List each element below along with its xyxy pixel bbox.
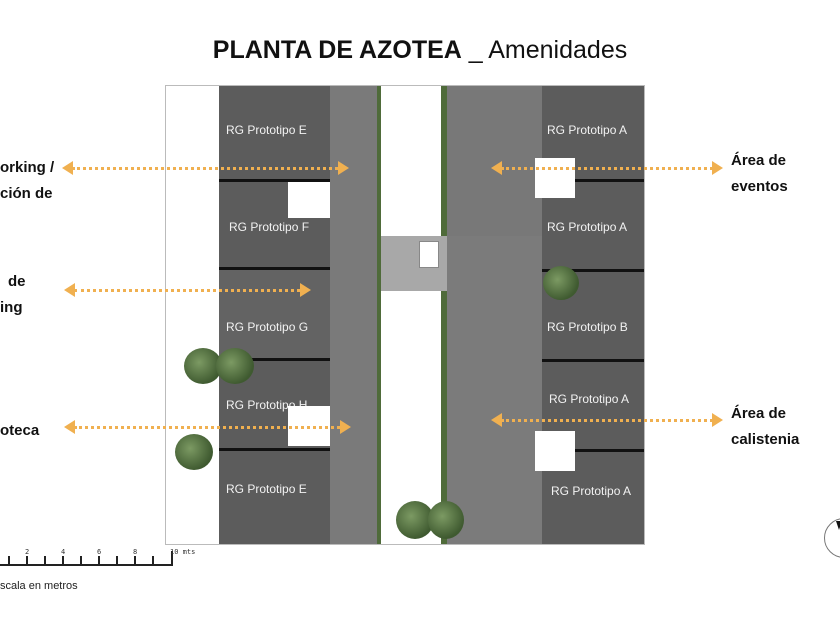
scale-tick (26, 556, 28, 565)
unit-divider (219, 179, 330, 182)
unit-label: RG Prototipo A (549, 392, 630, 406)
scale-tick (62, 556, 64, 565)
arrow-head-icon (712, 413, 723, 427)
unit-label: RG Prototipo E (226, 482, 307, 496)
tree-icon (175, 434, 213, 470)
arrow-head-icon (64, 420, 75, 434)
scale-tick (171, 551, 173, 565)
tree-icon (184, 348, 222, 384)
scale-tick (98, 556, 100, 565)
title-bold: PLANTA DE AZOTEA (212, 36, 462, 64)
unit-label: RG Prototipo A (551, 484, 632, 498)
patio (535, 431, 575, 471)
scale-tick (8, 556, 10, 565)
scale-label: 6 (97, 548, 102, 556)
unit-label: RG Prototipo A (547, 123, 628, 137)
tree-icon (216, 348, 254, 384)
unit-divider (574, 179, 644, 182)
arrow-training (74, 289, 300, 292)
unit-divider (542, 359, 644, 362)
unit-left-1: RG Prototipo E (219, 86, 330, 179)
scale-label: 10 mts (170, 548, 196, 556)
title-regular: _ Amenidades (461, 36, 628, 64)
tree-icon (428, 501, 464, 539)
north-arrow-icon (836, 521, 840, 530)
scale-tick (80, 556, 82, 565)
unit-label: RG Prototipo A (547, 220, 628, 234)
tree-icon (396, 501, 434, 539)
scale-label: 8 (133, 548, 138, 556)
unit-label: RG Prototipo E (226, 123, 307, 137)
scale-label: 4 (61, 548, 66, 556)
unit-divider (542, 269, 644, 272)
scale-caption: scala en metros (0, 580, 78, 592)
planter-right (441, 86, 447, 236)
arrow-head-icon (62, 161, 73, 175)
scale-tick (44, 556, 46, 565)
arrow-head-icon (712, 161, 723, 175)
central-void-top (381, 86, 441, 236)
unit-label: RG Prototipo B (547, 320, 628, 334)
unit-label: RG Prototipo G (226, 320, 309, 334)
arrow-ludoteca (74, 426, 340, 429)
unit-divider (219, 448, 330, 451)
patio (535, 158, 575, 198)
unit-left-5: RG Prototipo E (219, 451, 330, 544)
label-ludoteca: oteca (0, 422, 40, 439)
arrow-head-icon (491, 161, 502, 175)
planter-right-2 (441, 291, 447, 544)
unit-label: RG Prototipo H (226, 398, 308, 412)
page-title: PLANTA DE AZOTEA _ Amenidades (0, 36, 840, 65)
unit-left-3: RG Prototipo G (219, 270, 330, 358)
arrow-head-icon (340, 420, 351, 434)
label-coworking: orking /ción de (0, 159, 55, 202)
patio (288, 182, 330, 218)
planter-left (377, 86, 381, 544)
scale-tick (134, 556, 136, 565)
tree-icon (543, 266, 579, 300)
arrow-coworking (72, 167, 338, 170)
scale-tick (152, 556, 154, 565)
scale-tick (116, 556, 118, 565)
left-corridor (330, 86, 377, 544)
arrow-head-icon (64, 283, 75, 297)
scale-bar (0, 564, 173, 566)
unit-label: RG Prototipo F (229, 220, 310, 234)
scale-label: 2 (25, 548, 30, 556)
arrow-eventos (501, 167, 713, 170)
unit-divider (219, 358, 330, 361)
unit-divider (574, 449, 644, 452)
unit-divider (219, 267, 330, 270)
arrow-calistenia (501, 419, 713, 422)
arrow-head-icon (491, 413, 502, 427)
arrow-head-icon (338, 161, 349, 175)
arrow-head-icon (300, 283, 311, 297)
unit-right-5: RG Prototipo A (542, 452, 644, 544)
stair-core (419, 241, 439, 268)
floor-plan: RG Prototipo E RG Prototipo F RG Prototi… (165, 85, 645, 545)
